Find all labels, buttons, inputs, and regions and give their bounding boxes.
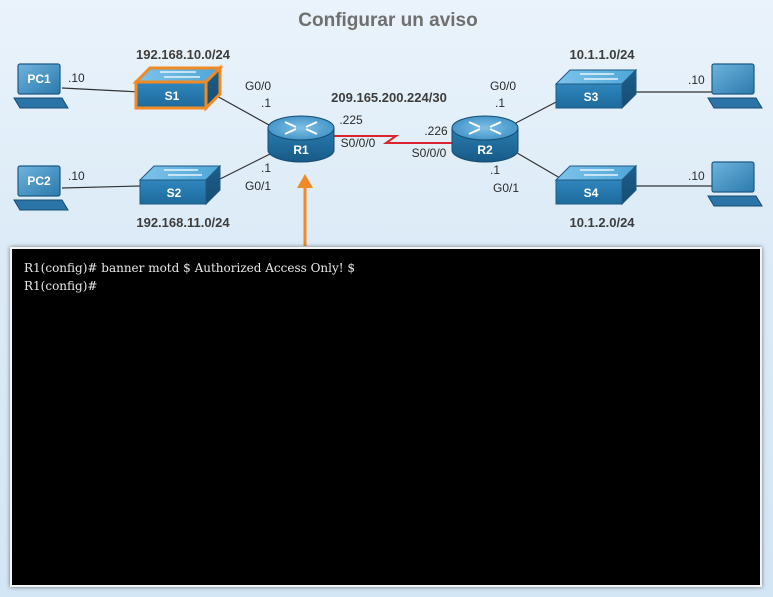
r2-icon[interactable]: R2	[451, 115, 519, 163]
pc2-label: PC2	[27, 174, 51, 188]
link-r2-s4	[511, 149, 561, 179]
pc3-icon[interactable]	[707, 63, 763, 109]
s4-label: S4	[584, 186, 599, 200]
pc2-ip: .10	[68, 169, 85, 183]
s3-icon[interactable]: S3	[554, 68, 638, 110]
r2-s000-ip: .226	[424, 124, 448, 138]
pc2-icon[interactable]: PC2	[13, 165, 69, 211]
r2-label: R2	[477, 143, 493, 157]
r1-s000-ip: .225	[339, 113, 363, 127]
pointer-arrow	[297, 174, 313, 246]
r2-g00-ip: .1	[495, 96, 505, 110]
r1-icon[interactable]: R1	[267, 115, 335, 163]
r1-label: R1	[293, 143, 309, 157]
terminal-line-prompt: R1(config)#	[24, 279, 98, 293]
r2-g01-label: G0/1	[493, 181, 519, 195]
r2-s000-label: S0/0/0	[412, 146, 447, 160]
r2-g00-label: G0/0	[490, 79, 516, 93]
pc1-ip: .10	[68, 71, 85, 85]
terminal-line-command: R1(config)# banner motd $ Authorized Acc…	[24, 261, 356, 275]
link-pc1-s1	[61, 87, 141, 93]
s2-icon[interactable]: S2	[138, 164, 222, 206]
link-pc2-s2	[61, 185, 141, 189]
link-r1-r2-serial	[334, 135, 452, 144]
s2-label: S2	[167, 186, 182, 200]
pc4-ip: .10	[688, 169, 705, 183]
pc1-label: PC1	[27, 72, 51, 86]
net-wan-label: 209.165.200.224/30	[331, 90, 447, 105]
r1-g01-label: G0/1	[245, 179, 271, 193]
s1-icon[interactable]: S1	[132, 64, 224, 112]
cli-terminal[interactable]: R1(config)# banner motd $ Authorized Acc…	[10, 247, 762, 587]
page-title: Configurar un aviso	[298, 10, 477, 31]
r1-g00-label: G0/0	[245, 79, 271, 93]
links	[61, 87, 712, 189]
r1-g01-ip: .1	[261, 161, 271, 175]
s4-icon[interactable]: S4	[554, 164, 638, 206]
r1-g00-ip: .1	[261, 96, 271, 110]
net-s4-label: 10.1.2.0/24	[569, 215, 635, 230]
net-s3-label: 10.1.1.0/24	[569, 47, 635, 62]
s3-label: S3	[584, 90, 599, 104]
pc3-ip: .10	[688, 73, 705, 87]
s1-label: S1	[165, 89, 180, 103]
net-s2-label: 192.168.11.0/24	[136, 215, 230, 230]
pc4-icon[interactable]	[707, 161, 763, 207]
r2-g01-ip: .1	[490, 163, 500, 177]
link-r2-s3	[511, 99, 561, 126]
r1-s000-label: S0/0/0	[341, 136, 376, 150]
pc1-icon[interactable]: PC1	[13, 63, 69, 109]
net-s1-label: 192.168.10.0/24	[136, 47, 231, 62]
